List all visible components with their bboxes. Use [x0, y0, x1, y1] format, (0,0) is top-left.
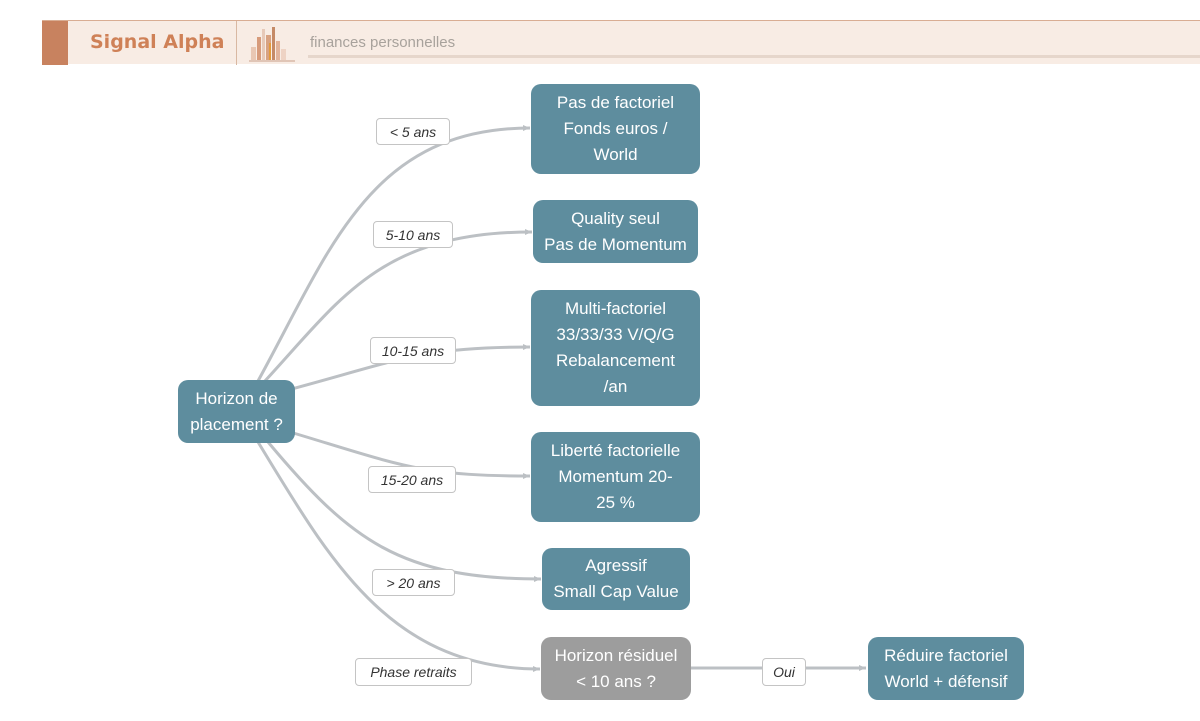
header-underline: [308, 55, 1200, 58]
edge-label-10-15: 10-15 ans: [370, 337, 456, 364]
node-multi-factoriel[interactable]: Multi-factoriel 33/33/33 V/Q/G Rebalance…: [531, 290, 700, 406]
edge-label-5-10: 5-10 ans: [373, 221, 453, 248]
header-subtitle: finances personnelles: [310, 34, 456, 51]
edge-label-15-20: 15-20 ans: [368, 466, 456, 493]
node-liberte-factorielle[interactable]: Liberté factorielle Momentum 20- 25 %: [531, 432, 700, 522]
app-header: Signal Alpha finances personnelles: [42, 20, 1200, 65]
node-reduire-factoriel[interactable]: Réduire factoriel World + défensif: [868, 637, 1024, 700]
edge-label-oui: Oui: [762, 658, 806, 686]
edge-label-gt20: > 20 ans: [372, 569, 455, 596]
header-divider: [236, 21, 237, 65]
edge-retraits: [256, 441, 541, 672]
edge-label-lt5: < 5 ans: [376, 118, 450, 145]
edge-lt5: [256, 125, 531, 382]
bar-chart-logo-icon: [249, 27, 295, 62]
node-pas-de-factoriel[interactable]: Pas de factoriel Fonds euros / World: [531, 84, 700, 174]
node-horizon-placement[interactable]: Horizon de placement ?: [178, 380, 295, 443]
edge-label-phase-retraits: Phase retraits: [355, 658, 472, 686]
node-agressif[interactable]: Agressif Small Cap Value: [542, 548, 690, 610]
node-quality-seul[interactable]: Quality seul Pas de Momentum: [533, 200, 698, 263]
edge-gt20: [266, 441, 542, 582]
header-accent-bar: [42, 21, 68, 65]
brand-title[interactable]: Signal Alpha: [90, 31, 225, 53]
node-horizon-residuel[interactable]: Horizon résiduel < 10 ans ?: [541, 637, 691, 700]
edge-5-10: [262, 229, 533, 384]
